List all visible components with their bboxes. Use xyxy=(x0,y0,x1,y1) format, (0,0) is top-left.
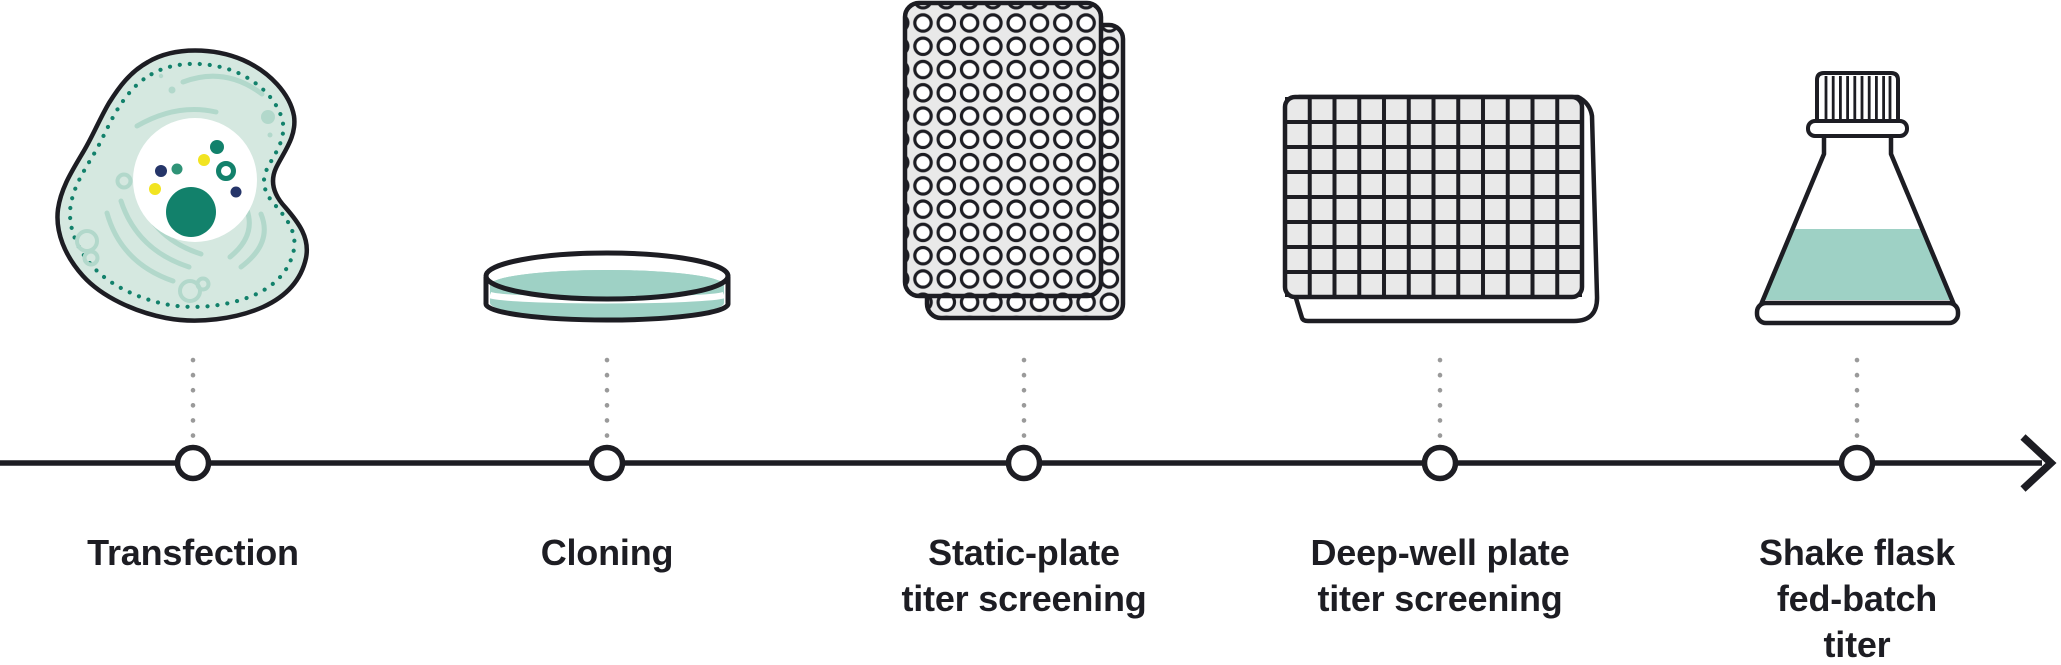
timeline-node-static-plate xyxy=(1005,444,1043,482)
stage-label-static-plate: Static-plate titer screening xyxy=(901,532,1147,619)
arrow-right-icon xyxy=(2020,434,2057,492)
timeline-nodes xyxy=(174,444,1876,482)
connector-dotted-lines xyxy=(190,357,1860,440)
flask-liquid xyxy=(1763,229,1951,300)
petri-dish-rim xyxy=(483,250,731,302)
petri-dish-icon xyxy=(483,250,731,323)
stage-label-shake-flask: Shake flask fed-batch titer screening xyxy=(1759,532,1955,665)
flask-base xyxy=(1754,300,1961,326)
flask-cap-collar xyxy=(1806,119,1909,138)
cell-nucleus-contents xyxy=(149,140,242,237)
petri-dish-media-surface xyxy=(490,270,724,300)
cell-organelles xyxy=(75,73,275,303)
cell-nucleus xyxy=(133,118,257,242)
stage-label-deep-well: Deep-well plate titer screening xyxy=(1310,532,1570,619)
flask-outline xyxy=(1757,136,1958,308)
deep-well-plate-icon xyxy=(1282,94,1600,324)
well-plate-front xyxy=(902,0,1104,299)
flask-cap xyxy=(1806,71,1909,138)
petri-dish-wall xyxy=(483,277,731,323)
deep-well-plate-grid xyxy=(1282,94,1585,300)
stage-label-transfection: Transfection xyxy=(87,532,299,573)
timeline-node-deep-well xyxy=(1421,444,1459,482)
timeline-node-cloning xyxy=(588,444,626,482)
timeline-node-shake-flask xyxy=(1838,444,1876,482)
shake-flask-icon xyxy=(1754,71,1961,326)
stage-label-cloning: Cloning xyxy=(540,532,674,573)
timeline-node-transfection xyxy=(174,444,212,482)
static-plate-icon xyxy=(902,0,1126,321)
cell-icon xyxy=(57,51,306,321)
